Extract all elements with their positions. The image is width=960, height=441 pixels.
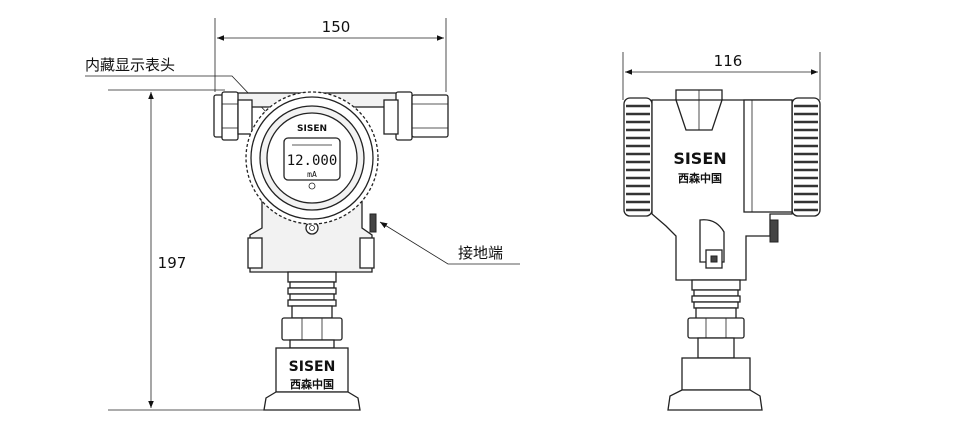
side-chinese-mark: 西森中国 [678,171,722,185]
callout-ground-terminal-label: 接地端 [458,244,503,262]
head-logo: SISEN [297,124,327,134]
lcd-reading: 12.000 [287,153,338,169]
dimension-height: 197 [108,89,265,411]
side-logo: SISEN [673,149,726,168]
front-chinese-mark: 西森中国 [290,377,334,391]
dimension-width-side: 116 [622,52,821,100]
callout-display-head-label: 内藏显示表头 [85,56,175,74]
dimension-116-label: 116 [714,52,743,70]
callout-ground-terminal: 接地端 [379,221,520,265]
front-logo: SISEN [289,359,336,375]
dimension-150-label: 150 [322,18,351,36]
dimension-197-label: 197 [158,254,187,272]
side-view: 116 [622,52,821,411]
front-view: 150 197 内藏显示表头 接地端 [85,18,520,411]
lcd-unit: mA [307,170,317,179]
dimension-width-front: 150 [214,18,447,92]
